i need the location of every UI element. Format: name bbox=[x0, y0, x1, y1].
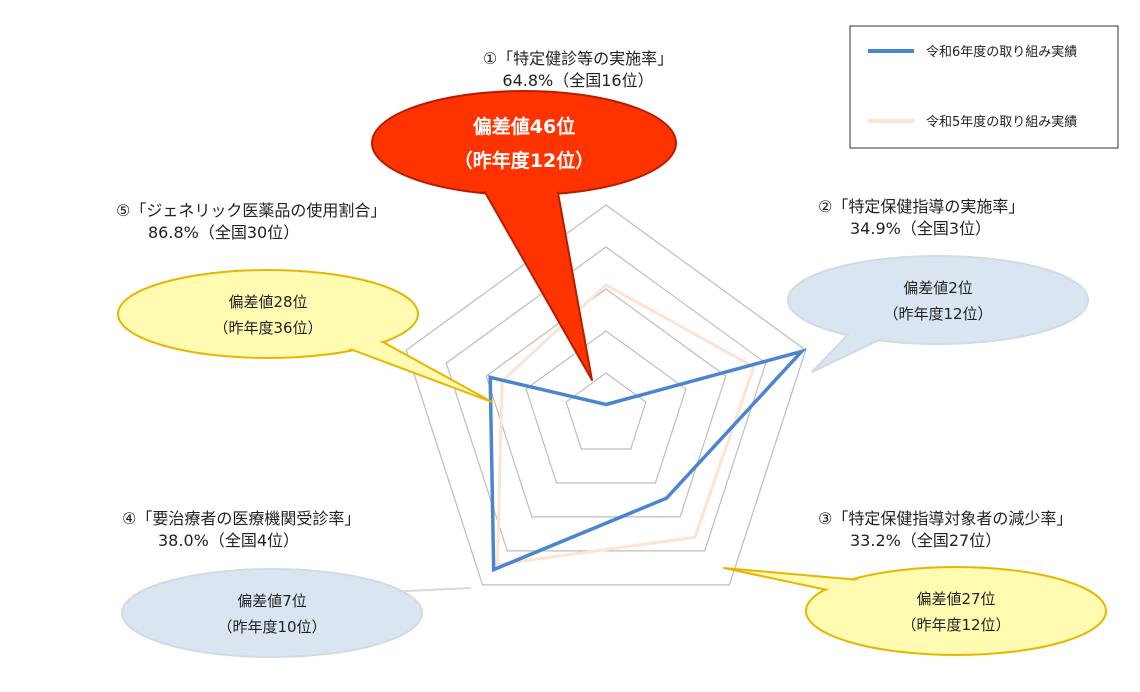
series-1-point-3 bbox=[693, 535, 697, 539]
axis-label-4: ④「要治療者の医療機関受診率」 bbox=[122, 509, 360, 528]
grid-ring-1 bbox=[565, 372, 647, 450]
callout-prev-1: （昨年度12位） bbox=[454, 149, 594, 172]
callout-rank-4: 偏差値7位 bbox=[237, 592, 307, 610]
callout-rank-2: 偏差値2位 bbox=[903, 279, 973, 297]
axis-value-4: 38.0%（全国4位） bbox=[158, 531, 299, 550]
axis-labels: ①「特定健診等の実施率」 64.8%（全国16位） ②「特定保健指導の実施率」 34.… bbox=[116, 49, 1072, 550]
series-line-0 bbox=[488, 348, 808, 573]
series-1-point-4 bbox=[495, 563, 499, 566]
radar-series bbox=[488, 282, 808, 573]
grid-ring-5 bbox=[405, 204, 807, 586]
callout-rank-3: 偏差値27位 bbox=[916, 590, 995, 608]
callout-rank-5: 偏差値28位 bbox=[228, 293, 307, 311]
grid-ring-3 bbox=[485, 288, 727, 518]
axis-value-3: 33.2%（全国27位） bbox=[850, 531, 1001, 550]
series-0-point-1 bbox=[604, 403, 608, 406]
axis-label-5: ⑤「ジェネリック医薬品の使用割合」 bbox=[116, 201, 386, 220]
axis-value-2: 34.9%（全国3位） bbox=[850, 219, 991, 238]
callout-4: 偏差値7位 （昨年度10位） bbox=[121, 568, 471, 658]
axis-label-1: ①「特定健診等の実施率」 bbox=[483, 49, 673, 68]
callout-prev-4: （昨年度10位） bbox=[217, 618, 326, 636]
callout-rank-1: 偏差値46位 bbox=[473, 115, 575, 138]
legend-label-2023: 令和5年度の取り組み実績 bbox=[926, 114, 1077, 130]
axis-label-2: ②「特定保健指導の実施率」 bbox=[818, 197, 1024, 216]
series-line-1 bbox=[495, 282, 756, 567]
series-1-point-1 bbox=[604, 283, 608, 287]
callout-1: 偏差値46位 （昨年度12位） bbox=[371, 90, 677, 381]
series-0-point-5 bbox=[488, 375, 492, 379]
legend: 令和6年度の取り組み実績 令和5年度の取り組み実績 bbox=[849, 25, 1119, 149]
callout-2: 偏差値2位 （昨年度12位） bbox=[787, 255, 1089, 373]
callout-5: 偏差値28位 （昨年度36位） bbox=[117, 269, 493, 403]
callout-3: 偏差値27位 （昨年度12位） bbox=[723, 566, 1107, 656]
radar-grid bbox=[405, 204, 807, 586]
callout-prev-2: （昨年度12位） bbox=[883, 305, 992, 323]
series-0-point-3 bbox=[665, 496, 668, 500]
callout-fill-4 bbox=[124, 571, 420, 655]
callout-prev-3: （昨年度12位） bbox=[901, 616, 1010, 634]
axis-value-5: 86.8%（全国30位） bbox=[148, 223, 299, 242]
series-0-point-4 bbox=[492, 568, 496, 572]
callout-fill-2 bbox=[790, 258, 1086, 342]
axis-value-1: 64.8%（全国16位） bbox=[502, 71, 653, 90]
axis-label-3: ③「特定保健指導対象者の減少率」 bbox=[818, 509, 1072, 528]
callout-fill-1 bbox=[374, 93, 674, 193]
grid-ring-2 bbox=[525, 330, 687, 484]
callout-prev-5: （昨年度36位） bbox=[213, 319, 322, 337]
callout-fill-3 bbox=[808, 569, 1104, 653]
callouts: 偏差値46位 （昨年度12位） 偏差値2位 （昨年度12位） 偏差値27位 （昨年度12位… bbox=[117, 90, 1107, 658]
legend-box bbox=[849, 25, 1119, 149]
callout-fill-5 bbox=[120, 272, 416, 356]
legend-label-2024: 令和6年度の取り組み実績 bbox=[926, 44, 1077, 60]
series-0-point-2 bbox=[800, 349, 804, 353]
